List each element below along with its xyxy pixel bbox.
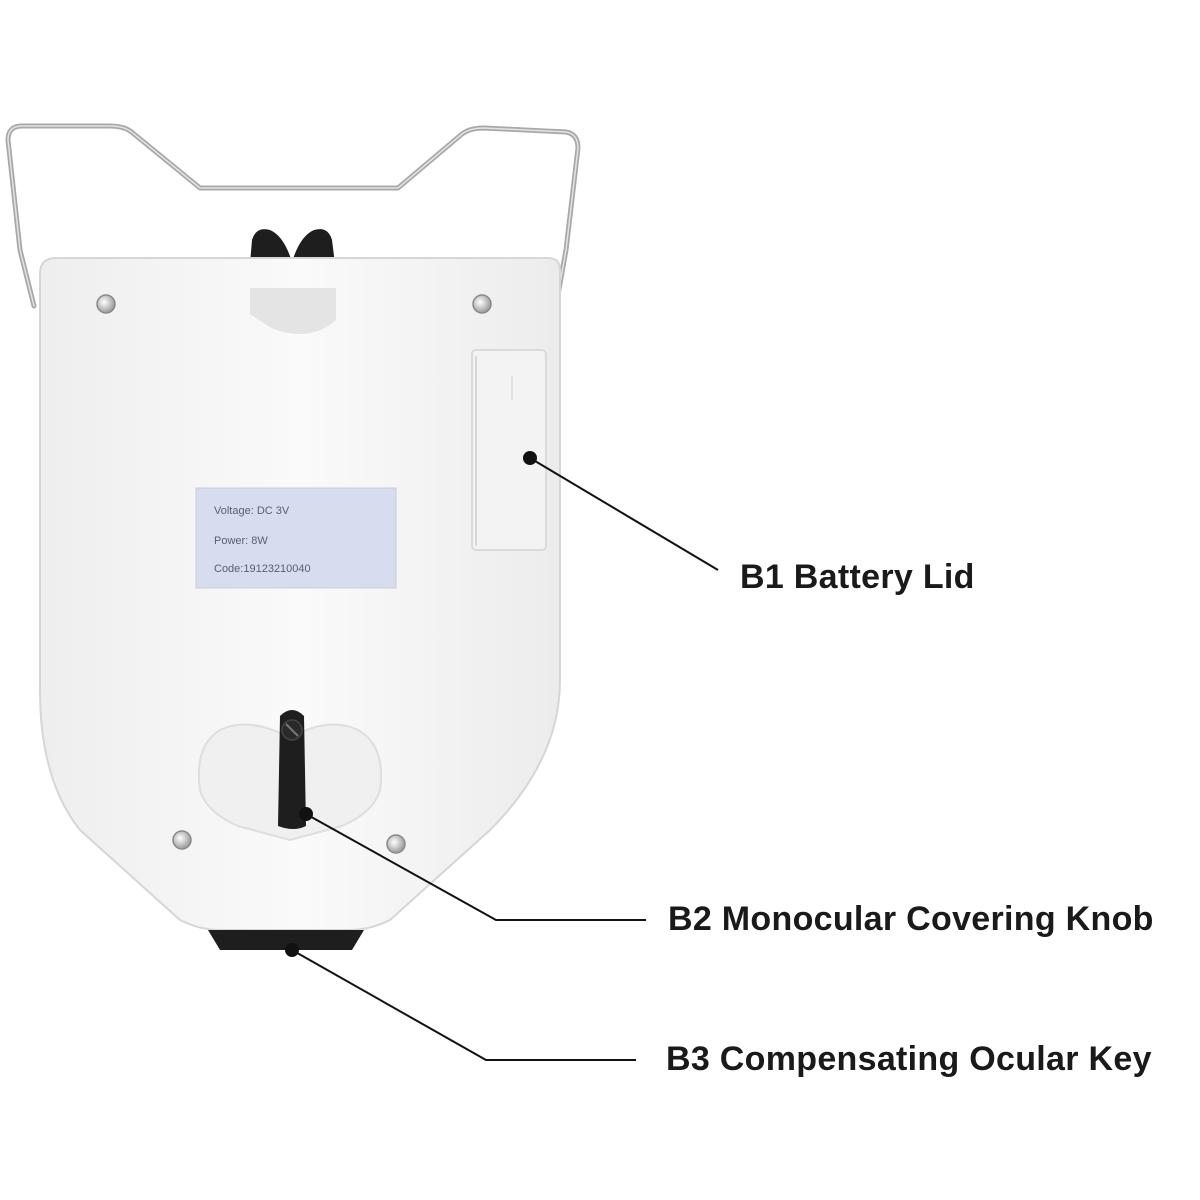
spec-label: Voltage: DC 3V Power: 8W Code:1912321004… (195, 487, 397, 589)
compensating-ocular-key (208, 930, 364, 950)
screw-bottom-left (172, 830, 192, 850)
spec-power: Power: 8W (214, 535, 268, 547)
callout-leader-b3 (285, 943, 636, 1061)
monocular-covering-knob (278, 710, 306, 829)
spec-voltage: Voltage: DC 3V (214, 505, 290, 517)
spec-code: Code:19123210040 (214, 563, 311, 575)
callout-label-b3: B3 Compensating Ocular Key (666, 1040, 1152, 1078)
callout-leader-b2 (299, 807, 646, 921)
screw-top-left (96, 294, 116, 314)
callout-label-b2: B2 Monocular Covering Knob (668, 900, 1154, 938)
callout-label-b1: B1 Battery Lid (740, 558, 975, 596)
screw-bottom-right (386, 834, 406, 854)
screw-top-right (472, 294, 492, 314)
battery-lid (471, 349, 547, 551)
callout-leader-b1 (523, 451, 719, 571)
